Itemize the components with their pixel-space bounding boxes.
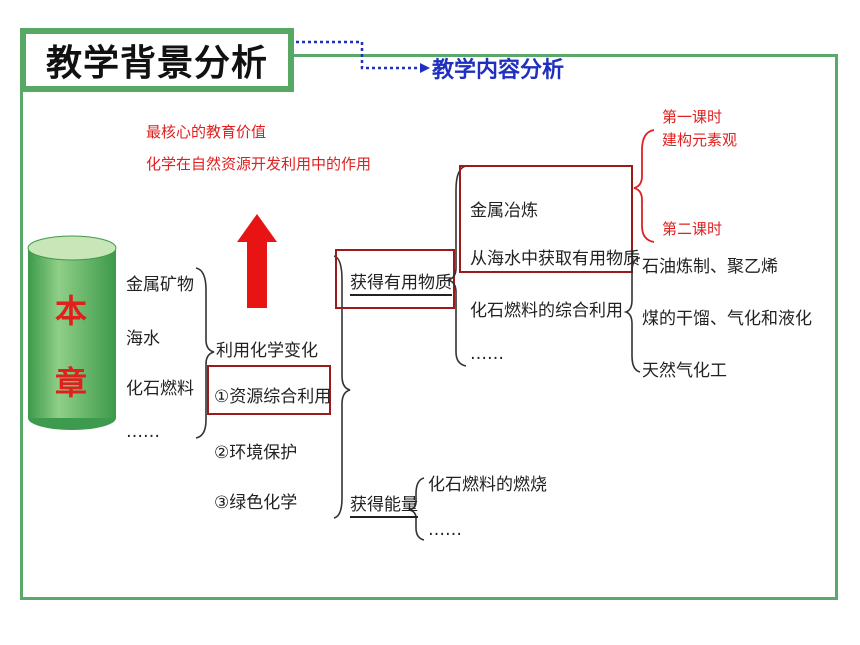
useful-item: 从海水中获取有用物质: [470, 249, 640, 269]
note-lesson1-label: 第一课时: [662, 108, 723, 126]
useful-item: ……: [470, 344, 504, 364]
chapter-cylinder: [27, 235, 117, 430]
use-item: ①资源综合利用: [214, 387, 332, 407]
note-core-value: 最核心的教育价值: [146, 123, 267, 141]
note-role: 化学在自然资源开发利用中的作用: [146, 155, 372, 173]
resource-item: ……: [126, 422, 160, 442]
highlight-box-resource-use: [207, 365, 331, 415]
use-item: ②环境保护: [214, 443, 298, 463]
note-lesson2-label: 第二课时: [662, 220, 723, 238]
dotted-connector: [296, 40, 420, 70]
section-subtitle: 教学内容分析: [432, 58, 565, 83]
note-lesson1-desc: 建构元素观: [662, 131, 738, 149]
fossil-item: 煤的干馏、气化和液化: [642, 309, 812, 329]
energy-item: 化石燃料的燃烧: [428, 475, 547, 495]
cylinder-text-2: 章: [55, 364, 88, 402]
resources-brace: [195, 267, 215, 439]
use-item: 利用化学变化: [216, 341, 318, 361]
fossil-brace: [623, 257, 641, 373]
title-tab: 教学背景分析: [20, 28, 294, 92]
highlight-box-useful: [335, 249, 455, 309]
resource-item: 海水: [126, 329, 160, 349]
branch-energy: 获得能量: [350, 495, 418, 518]
useful-item: 化石燃料的综合利用: [470, 301, 623, 321]
red-up-arrow: [237, 214, 277, 308]
energy-item: ……: [428, 520, 462, 540]
branch-useful: 获得有用物质: [350, 273, 452, 296]
resource-item: 化石燃料: [126, 379, 194, 399]
fossil-item: 石油炼制、聚乙烯: [642, 257, 778, 277]
energy-brace: [407, 477, 425, 541]
connector-arrowhead: [420, 63, 430, 73]
cylinder-text-1: 本: [55, 292, 88, 330]
useful-brace: [447, 165, 467, 367]
resource-item: 金属矿物: [126, 275, 194, 295]
lessons-brace: [633, 129, 655, 243]
branch-brace: [333, 255, 351, 519]
page-title: 教学背景分析: [26, 34, 288, 86]
use-item: ③绿色化学: [214, 493, 298, 513]
highlight-box-lessons: [459, 165, 633, 273]
fossil-item: 天然气化工: [642, 361, 727, 381]
useful-item: 金属冶炼: [470, 201, 538, 221]
content-frame: [20, 54, 838, 600]
